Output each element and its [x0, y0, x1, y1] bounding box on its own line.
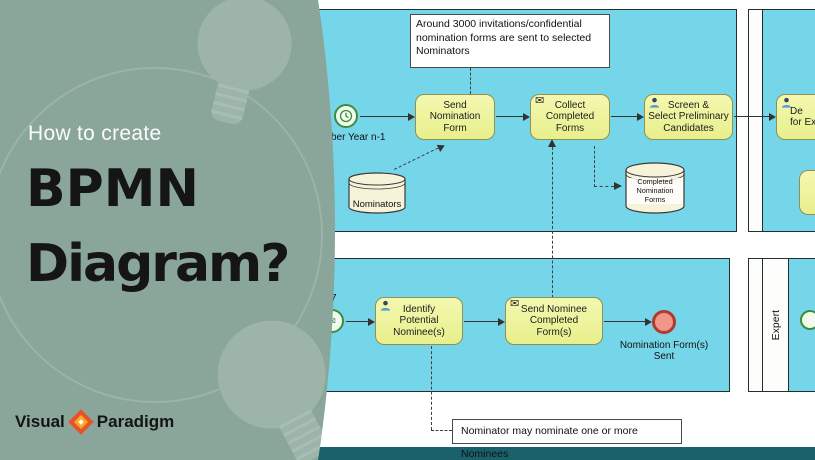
datastore-completed-forms: Completed Nomination Forms	[624, 161, 686, 215]
envelope-icon: ✉	[535, 95, 545, 107]
clock-icon	[339, 109, 353, 123]
pool-header-band	[749, 10, 763, 231]
start-event-partial-label: 7	[331, 293, 337, 304]
annotation-connector	[431, 346, 432, 430]
annotation-connector	[431, 430, 452, 431]
sequence-flow-arrow	[346, 317, 375, 326]
lightbulb-icon	[178, 0, 302, 137]
task-identify-potential-nominees: Identify Potential Nominee(s)	[375, 297, 463, 345]
annotation-connector	[470, 68, 471, 94]
task-label: Collect Completed Forms	[545, 100, 595, 134]
message-flow-arrowhead	[548, 139, 556, 147]
message-flow-line	[552, 147, 553, 298]
datastore-label: Completed Nomination Forms	[627, 177, 683, 205]
end-event	[652, 310, 676, 334]
person-icon	[380, 300, 391, 311]
person-icon	[649, 97, 660, 108]
lightbulb-base	[209, 79, 251, 127]
task-collect-completed-forms: ✉ Collect Completed Forms	[530, 94, 610, 140]
page-title-line1: BPMN	[26, 159, 200, 219]
task-send-nomination-form: Send Nomination Form	[415, 94, 495, 140]
sequence-flow-arrow	[496, 112, 530, 121]
sequence-flow-arrow	[464, 317, 505, 326]
end-event-label: Nomination Form(s) Sent	[619, 340, 709, 362]
start-event-label: ber Year n-1	[331, 132, 386, 143]
task-label: De for Ex	[790, 105, 815, 128]
sequence-flow-arrow	[604, 317, 652, 326]
pool-header-band	[749, 259, 763, 391]
task-screen-select-candidates: Screen & Select Preliminary Candidates	[644, 94, 733, 140]
green-panel	[0, 0, 335, 460]
annotation-top-text: Around 3000 invitations/confidential nom…	[416, 18, 592, 58]
page-title-line2: Diagram?	[26, 234, 290, 294]
visual-paradigm-logo-icon	[68, 409, 94, 435]
task-label: Identify Potential Nominee(s)	[393, 304, 445, 338]
circle-outline-decoration	[0, 67, 323, 403]
sequence-flow-arrow	[611, 112, 644, 121]
datastore-label: Nominators	[352, 199, 402, 210]
sequence-flow-arrow	[360, 112, 415, 121]
start-event-expert-lane	[800, 310, 815, 330]
pool-bottom-right-expert: Expert	[748, 258, 815, 392]
envelope-icon: ✉	[510, 298, 520, 310]
data-association-store	[594, 186, 614, 187]
brand-word-paradigm: Paradigm	[96, 412, 175, 431]
task-label: Send Nomination Form	[429, 100, 481, 134]
lane-label-expert: Expert	[769, 309, 782, 341]
kicker-text: How to create	[28, 122, 162, 145]
data-association-store	[594, 146, 595, 187]
person-icon	[781, 97, 792, 108]
sequence-flow-arrow	[734, 112, 776, 121]
annotation-bottom-text: Nominator may nominate one or more Nomin…	[461, 425, 638, 460]
annotation-top: Around 3000 invitations/confidential nom…	[410, 14, 610, 68]
brand-word-visual: Visual	[15, 412, 65, 431]
data-association-arrowhead	[614, 182, 622, 190]
task-label: Send Nominee Completed Form(s)	[520, 304, 588, 338]
visual-paradigm-logo: Visual Paradigm	[15, 409, 174, 435]
task-partial-right: De for Ex	[776, 94, 815, 140]
lane-header-expert: Expert	[763, 259, 789, 391]
task-partial-edge	[799, 170, 815, 215]
annotation-bottom: Nominator may nominate one or more Nomin…	[452, 419, 682, 460]
start-event-timer	[334, 104, 358, 128]
datastore-cylinder-icon	[348, 172, 406, 214]
task-label: Screen & Select Preliminary Candidates	[648, 100, 729, 134]
datastore-nominators: Nominators	[347, 171, 407, 215]
task-send-nominee-completed-forms: ✉ Send Nominee Completed Form(s)	[505, 297, 603, 345]
